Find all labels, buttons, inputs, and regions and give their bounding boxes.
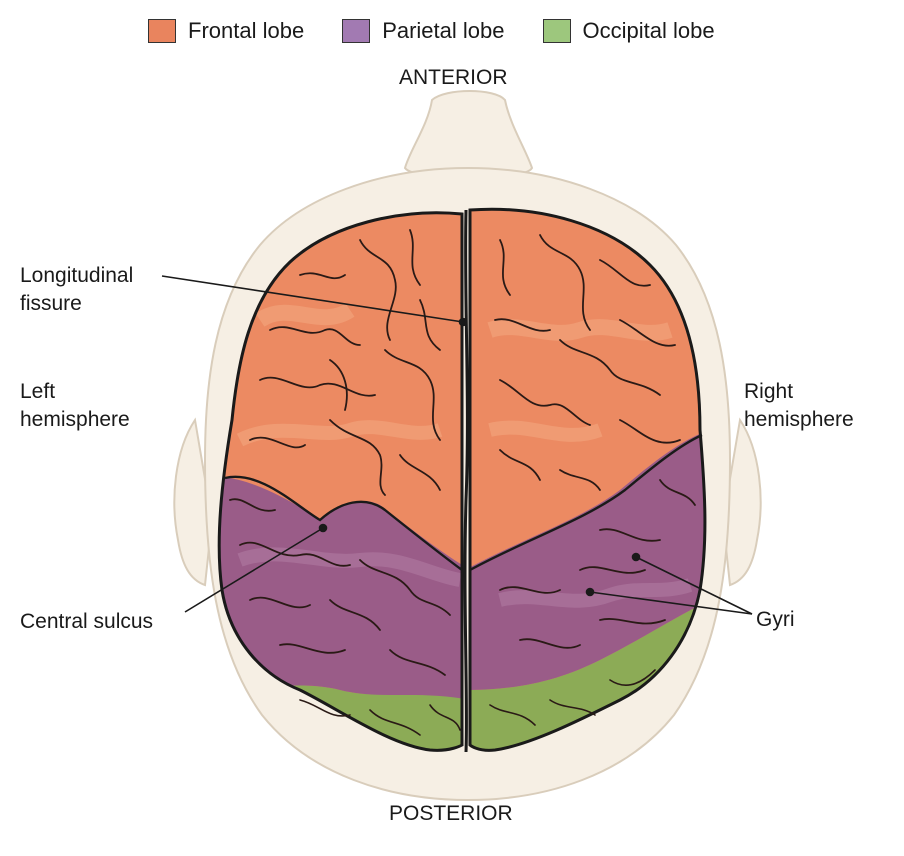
label-longitudinal-fissure: Longitudinal fissure (20, 264, 134, 315)
legend-swatch-frontal (148, 19, 176, 43)
left-parietal-sulci (229, 498, 451, 676)
leader-lines (161, 275, 753, 615)
right-occipital-sulci (489, 669, 656, 726)
left-parietal-lobe (219, 476, 462, 700)
label-right-hemisphere: Right hemisphere (744, 380, 854, 431)
label-posterior: POSTERIOR (389, 802, 513, 825)
legend-item-parietal: Parietal lobe (342, 18, 505, 44)
left-occipital-sulci (299, 699, 461, 736)
right-frontal-sulci (494, 234, 681, 491)
left-central-sulcus-line (224, 475, 463, 571)
legend-item-frontal: Frontal lobe (148, 18, 304, 44)
right-hemisphere (468, 207, 707, 752)
left-hemisphere (217, 211, 464, 752)
legend-swatch-occipital (542, 19, 571, 43)
legend-label-parietal: Parietal lobe (382, 18, 505, 43)
right-parietal-sulci (499, 479, 696, 649)
legend-label-occipital: Occipital lobe (582, 18, 715, 43)
right-central-sulcus-line (469, 433, 703, 572)
label-central-sulcus: Central sulcus (20, 610, 154, 633)
right-parietal-lobe (470, 430, 705, 690)
left-frontal-sulci (249, 229, 441, 496)
longitudinal-fissure-line (463, 209, 469, 753)
label-gyri: Gyri (756, 608, 795, 631)
legend-item-occipital: Occipital lobe (542, 18, 715, 44)
label-anterior: ANTERIOR (399, 66, 508, 89)
legend-label-frontal: Frontal lobe (188, 18, 305, 43)
label-left-hemisphere: Left hemisphere (20, 380, 130, 431)
legend: Frontal lobe Parietal lobe Occipital lob… (148, 18, 715, 44)
legend-swatch-parietal (342, 19, 371, 43)
